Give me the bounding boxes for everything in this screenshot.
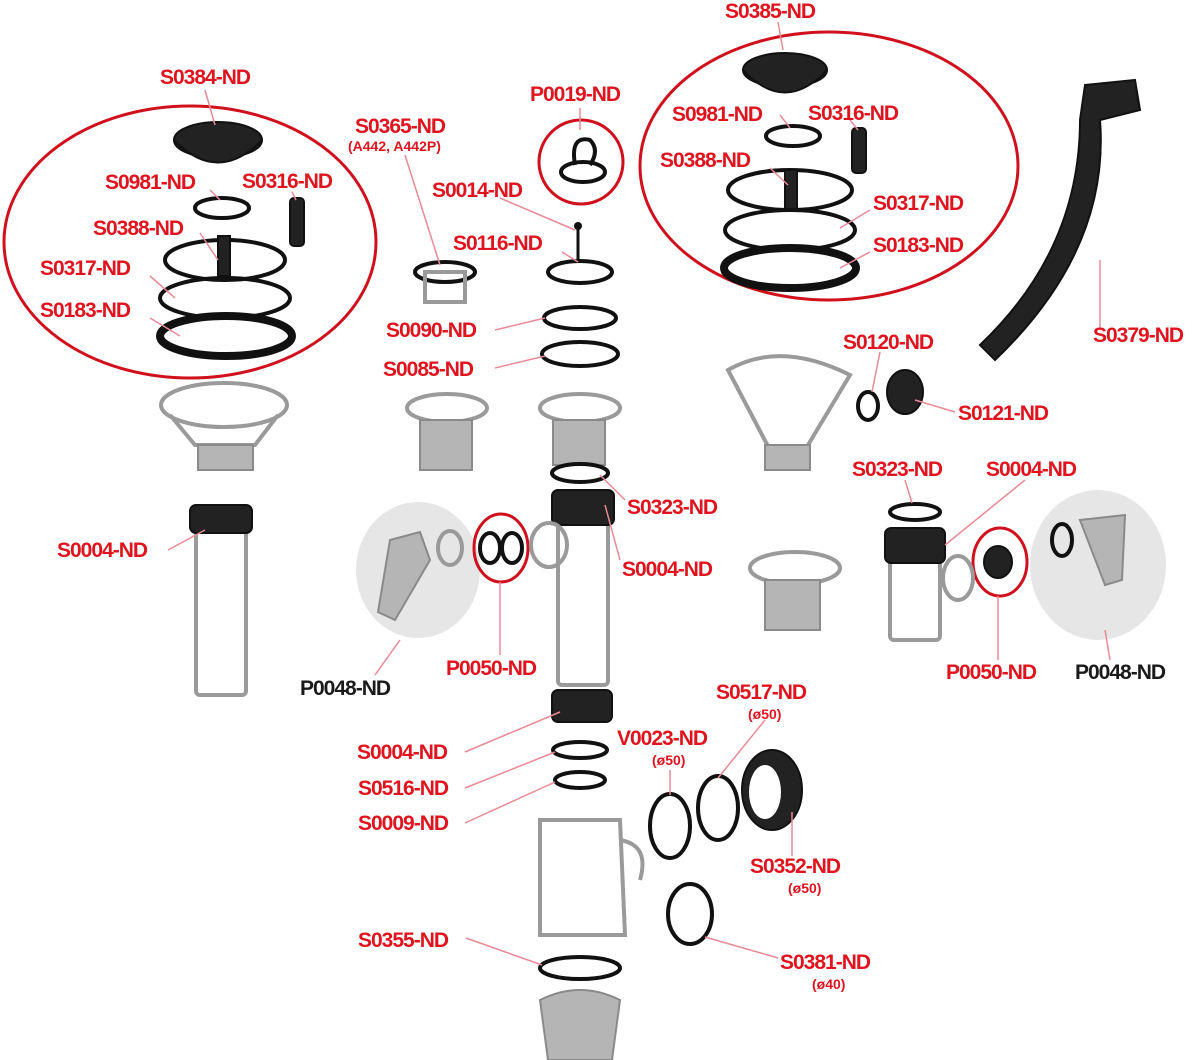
label-s0981-left: S0981-ND: [105, 171, 196, 194]
p0019-outline: [537, 118, 625, 206]
p0019-part: [559, 137, 607, 184]
sublabel-s0352: (ø50): [788, 880, 821, 896]
label-p0050-right: P0050-ND: [946, 661, 1037, 684]
right-strainer-group-outline: [638, 30, 1020, 302]
label-s0183-left: S0183-ND: [40, 299, 131, 322]
label-s0385: S0385-ND: [725, 0, 816, 23]
label-s0004-right: S0004-ND: [986, 458, 1077, 481]
label-s0317-left: S0317-ND: [40, 257, 131, 280]
label-s0388-right: S0388-ND: [660, 149, 751, 172]
label-s0323-right: S0323-ND: [852, 458, 943, 481]
label-s0981-right: S0981-ND: [672, 103, 763, 126]
label-s0009: S0009-ND: [358, 812, 449, 835]
label-s0004-left: S0004-ND: [57, 539, 148, 562]
label-s0121: S0121-ND: [958, 402, 1049, 425]
label-s0516: S0516-ND: [358, 777, 449, 800]
label-s0381: S0381-ND: [780, 951, 871, 974]
label-s0316-left: S0316-ND: [242, 170, 333, 193]
label-s0316-right: S0316-ND: [808, 102, 899, 125]
label-s0355: S0355-ND: [358, 929, 449, 952]
sublabel-v0023: (ø50): [652, 752, 685, 768]
p0050-left-outline: [472, 512, 530, 584]
part-labels: S0385-ND S0384-ND P0019-ND S0365-ND (A44…: [40, 0, 1185, 992]
right-parts: [648, 78, 1142, 946]
label-s0085: S0085-ND: [383, 358, 474, 381]
label-s0183-right: S0183-ND: [873, 234, 964, 257]
sublabel-s0381: (ø40): [812, 976, 845, 992]
label-s0365: S0365-ND: [355, 115, 446, 138]
label-s0384: S0384-ND: [160, 66, 251, 89]
label-s0379: S0379-ND: [1093, 324, 1184, 347]
label-v0023: V0023-ND: [617, 727, 708, 750]
label-s0388-left: S0388-ND: [93, 217, 184, 240]
label-s0090: S0090-ND: [386, 319, 477, 342]
label-s0004-middle: S0004-ND: [622, 558, 713, 581]
label-s0004-lower: S0004-ND: [357, 741, 448, 764]
label-p0048-right: P0048-ND: [1075, 661, 1166, 684]
label-s0317-right: S0317-ND: [873, 192, 964, 215]
label-p0050-left: P0050-ND: [446, 657, 537, 680]
middle-parts: [376, 222, 645, 1060]
right-strainer-parts: [720, 52, 867, 292]
label-s0116: S0116-ND: [453, 232, 543, 255]
sublabel-s0517: (ø50): [748, 706, 781, 722]
left-strainer-group-outline: [2, 104, 378, 380]
sublabel-s0365: (A442, A442P): [348, 138, 441, 154]
label-s0120: S0120-ND: [843, 331, 934, 354]
label-s0323-middle: S0323-ND: [627, 496, 718, 519]
label-s0014: S0014-ND: [432, 179, 523, 202]
p0050-right-outline: [971, 526, 1029, 598]
label-p0019: P0019-ND: [530, 83, 621, 106]
label-p0048-left: P0048-ND: [300, 677, 391, 700]
label-s0352: S0352-ND: [750, 855, 841, 878]
left-strainer-parts: [156, 121, 305, 697]
label-s0517: S0517-ND: [716, 681, 807, 704]
leader-lines: [149, 21, 1111, 966]
